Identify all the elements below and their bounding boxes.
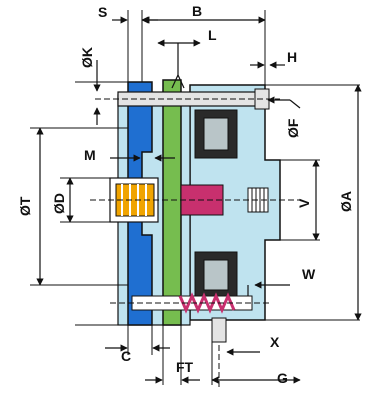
upper-coil: [194, 109, 238, 159]
label-t: ØT: [17, 196, 33, 216]
label-d: ØD: [51, 193, 67, 214]
lower-coil: [194, 251, 238, 299]
label-ft: FT: [176, 359, 194, 375]
label-h: H: [287, 49, 297, 65]
label-v: V: [296, 198, 312, 208]
label-s: S: [98, 4, 107, 20]
label-x: X: [270, 334, 280, 350]
label-w: W: [302, 266, 316, 282]
label-a: ØA: [338, 191, 354, 212]
label-k: ØK: [79, 47, 95, 68]
label-m: M: [84, 147, 96, 163]
label-g: G: [277, 370, 288, 386]
armature-plate: [162, 79, 182, 326]
label-c: C: [121, 348, 131, 364]
label-f: ØF: [285, 118, 301, 138]
label-b: B: [192, 3, 202, 19]
label-l: L: [208, 27, 217, 43]
dimension-lines: [36, 16, 362, 384]
release-pin: [211, 317, 227, 343]
